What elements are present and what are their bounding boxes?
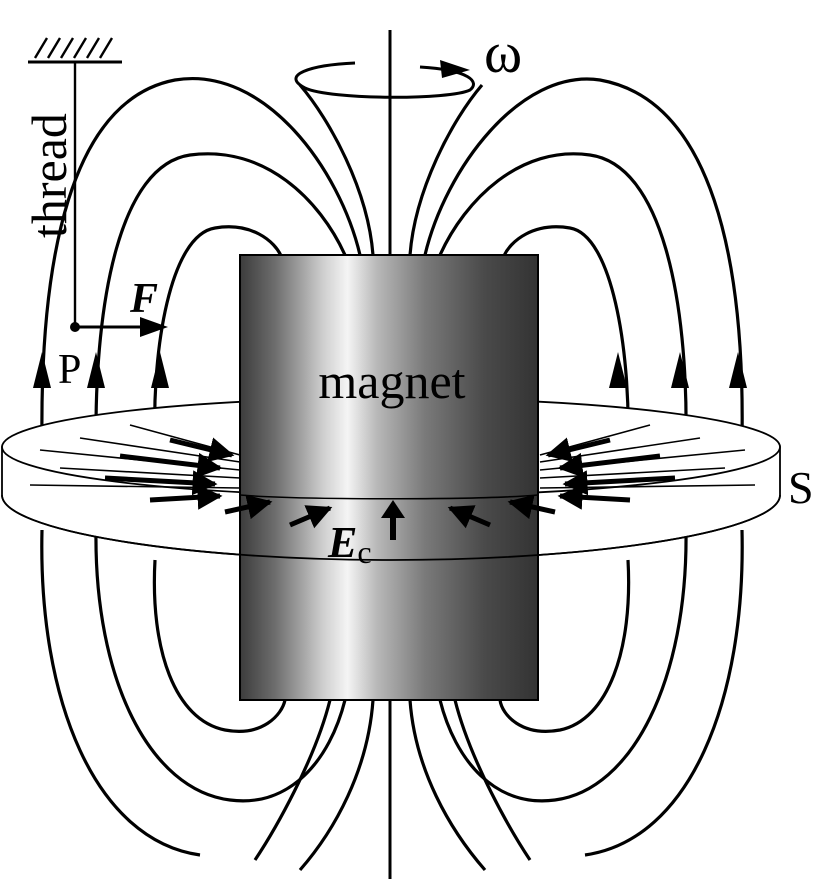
magnet-label: magnet — [318, 353, 465, 409]
ec-arrow — [381, 500, 405, 540]
disk-front-rim — [1, 494, 781, 561]
disk-label: S — [788, 462, 814, 513]
radial-field-arrows — [104, 437, 676, 529]
field-lines — [40, 76, 744, 872]
rotation-arrow — [294, 60, 475, 99]
ec-label: Ec — [327, 518, 372, 570]
ec-main: E — [327, 518, 357, 567]
point-label: P — [58, 347, 81, 393]
force-label: F — [129, 276, 158, 322]
force-arrow — [75, 317, 168, 337]
ec-sub: c — [357, 534, 371, 570]
magnet-body — [239, 254, 539, 701]
omega-label: ω — [484, 20, 522, 85]
thread-support — [28, 37, 122, 327]
field-arrows — [33, 352, 747, 388]
thread-label: thread — [21, 113, 77, 238]
